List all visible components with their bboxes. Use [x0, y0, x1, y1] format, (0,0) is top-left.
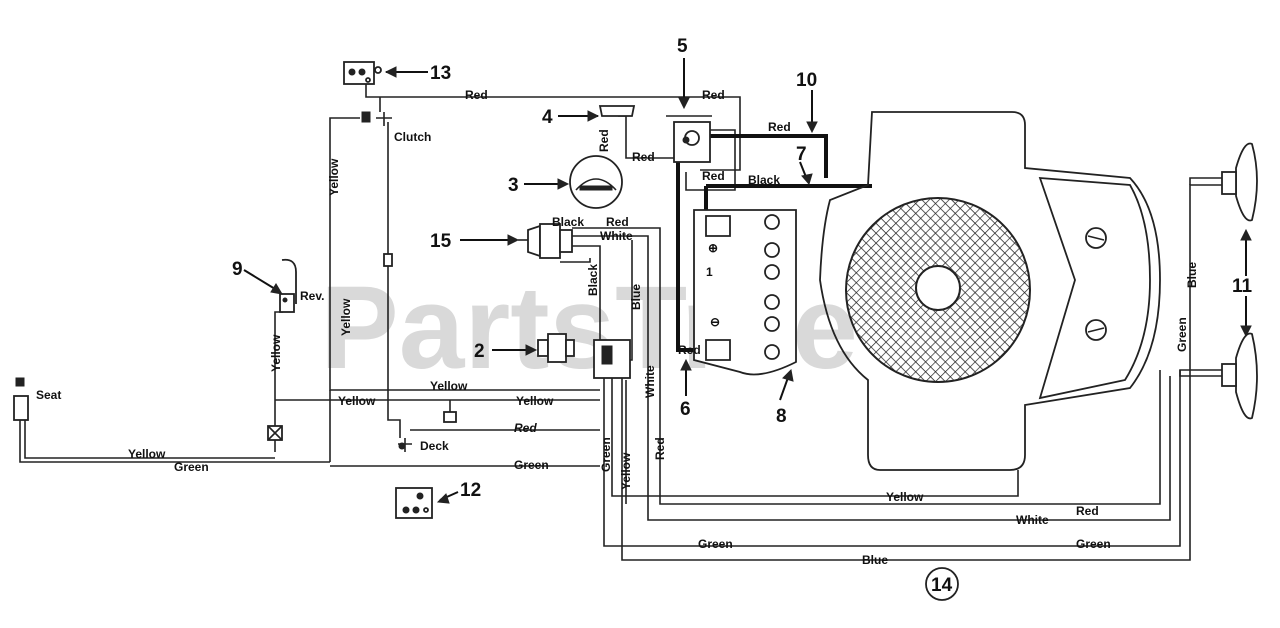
wire-label-red-15: Red [606, 215, 629, 229]
wire-harness [19, 84, 1235, 561]
wire-label-yellow-h2: Yellow [338, 394, 376, 408]
wire-label-yellow-left-vert2: Yellow [339, 298, 353, 336]
wire-label-red-10: Red [768, 120, 791, 134]
wire-label-red-top: Red [465, 88, 488, 102]
part-5-solenoid [666, 115, 712, 163]
wire-label-blue-vert: Blue [629, 284, 643, 310]
wire-label-white-vert: White [643, 365, 657, 398]
wire-label-green-right: Green [1175, 317, 1189, 352]
wire-label-green-vert: Green [599, 437, 613, 472]
engine [819, 111, 1161, 471]
wire-label-yellow-9: Yellow [269, 334, 283, 372]
svg-text:1: 1 [706, 265, 713, 279]
part-15-ignition-switch [518, 223, 573, 259]
deck-switch [398, 438, 412, 452]
callout-15: 15 [430, 231, 452, 252]
wire-label-red-bottom: Red [1076, 504, 1099, 518]
wire-label-green-bottom1: Green [698, 537, 733, 551]
yellow-connector [267, 425, 283, 441]
callout-7: 7 [796, 144, 807, 165]
relay-module [593, 339, 631, 379]
callout-4: 4 [542, 107, 553, 128]
wire-label-red-vert: Red [653, 437, 667, 460]
wire-label-green-mid: Green [514, 458, 549, 472]
wire-label-yellow-left-vert: Yellow [327, 158, 341, 196]
wire-label-green-bottom2: Green [1076, 537, 1111, 551]
callout-12: 12 [460, 480, 481, 501]
wire-label-black-15: Black [552, 215, 584, 229]
deck-connector [443, 411, 457, 423]
wire-label-green-seat: Green [174, 460, 209, 474]
callout-3: 3 [508, 175, 519, 196]
part-12-switch [395, 487, 433, 519]
label-rev: Rev. [300, 289, 324, 303]
label-clutch: Clutch [394, 130, 431, 144]
wire-label-yellow-vert2: Yellow [619, 452, 633, 490]
inline-fuse [383, 253, 393, 267]
callout-numbers: 13 5 10 4 7 3 15 9 11 2 6 8 12 14 [232, 36, 1253, 601]
wire-label-red-inner: Red [702, 169, 725, 183]
battery-cables [676, 134, 872, 352]
label-deck: Deck [420, 439, 449, 453]
callout-14: 14 [931, 575, 953, 596]
headlight-lower [1221, 332, 1258, 420]
wire-label-red-deck: Red [514, 421, 537, 435]
battery: ⊕ 1 ⊖ [693, 209, 797, 376]
callout-10: 10 [796, 70, 817, 91]
callout-arrows [243, 58, 1252, 504]
callout-2: 2 [474, 341, 485, 362]
part-4-component [598, 105, 636, 117]
wire-label-yellow-h3: Yellow [516, 394, 554, 408]
part-13-switch [343, 61, 382, 85]
clutch-switch [361, 111, 392, 126]
part-3-gauge [569, 155, 623, 209]
svg-text:⊕: ⊕ [708, 241, 718, 255]
headlight-upper [1221, 142, 1258, 222]
part-2-switch [537, 333, 575, 363]
wire-label-yellow-bottom: Yellow [886, 490, 924, 504]
wire-label-blue-right: Blue [1185, 262, 1199, 288]
callout-14-circle [925, 567, 959, 601]
wire-label-white-bottom: White [1016, 513, 1049, 527]
svg-text:⊖: ⊖ [710, 315, 720, 329]
callout-13: 13 [430, 63, 451, 84]
wire-label-yellow-h1: Yellow [430, 379, 468, 393]
callout-5: 5 [677, 36, 688, 57]
wire-label-black-7: Black [748, 173, 780, 187]
wire-label-white-15: White [600, 229, 633, 243]
callout-9: 9 [232, 259, 243, 280]
callout-6: 6 [680, 399, 691, 420]
wire-labels: Red Red Red Red Red Red Black Black Red … [128, 88, 1199, 567]
wire-label-blue-bottom: Blue [862, 553, 888, 567]
wire-label-red-4: Red [597, 129, 611, 152]
callout-11: 11 [1232, 276, 1253, 297]
callout-8: 8 [776, 406, 787, 427]
wire-label-black-vert: Black [586, 264, 600, 296]
wire-label-red-6: Red [678, 343, 701, 357]
part-9-reverse-switch [279, 258, 297, 313]
wire-label-red-top2: Red [702, 88, 725, 102]
seat-switch [13, 377, 29, 421]
wire-label-yellow-seat: Yellow [128, 447, 166, 461]
wire-label-red-sol: Red [632, 150, 655, 164]
component-labels: Seat Clutch Rev. Deck [36, 130, 449, 453]
label-seat: Seat [36, 388, 61, 402]
